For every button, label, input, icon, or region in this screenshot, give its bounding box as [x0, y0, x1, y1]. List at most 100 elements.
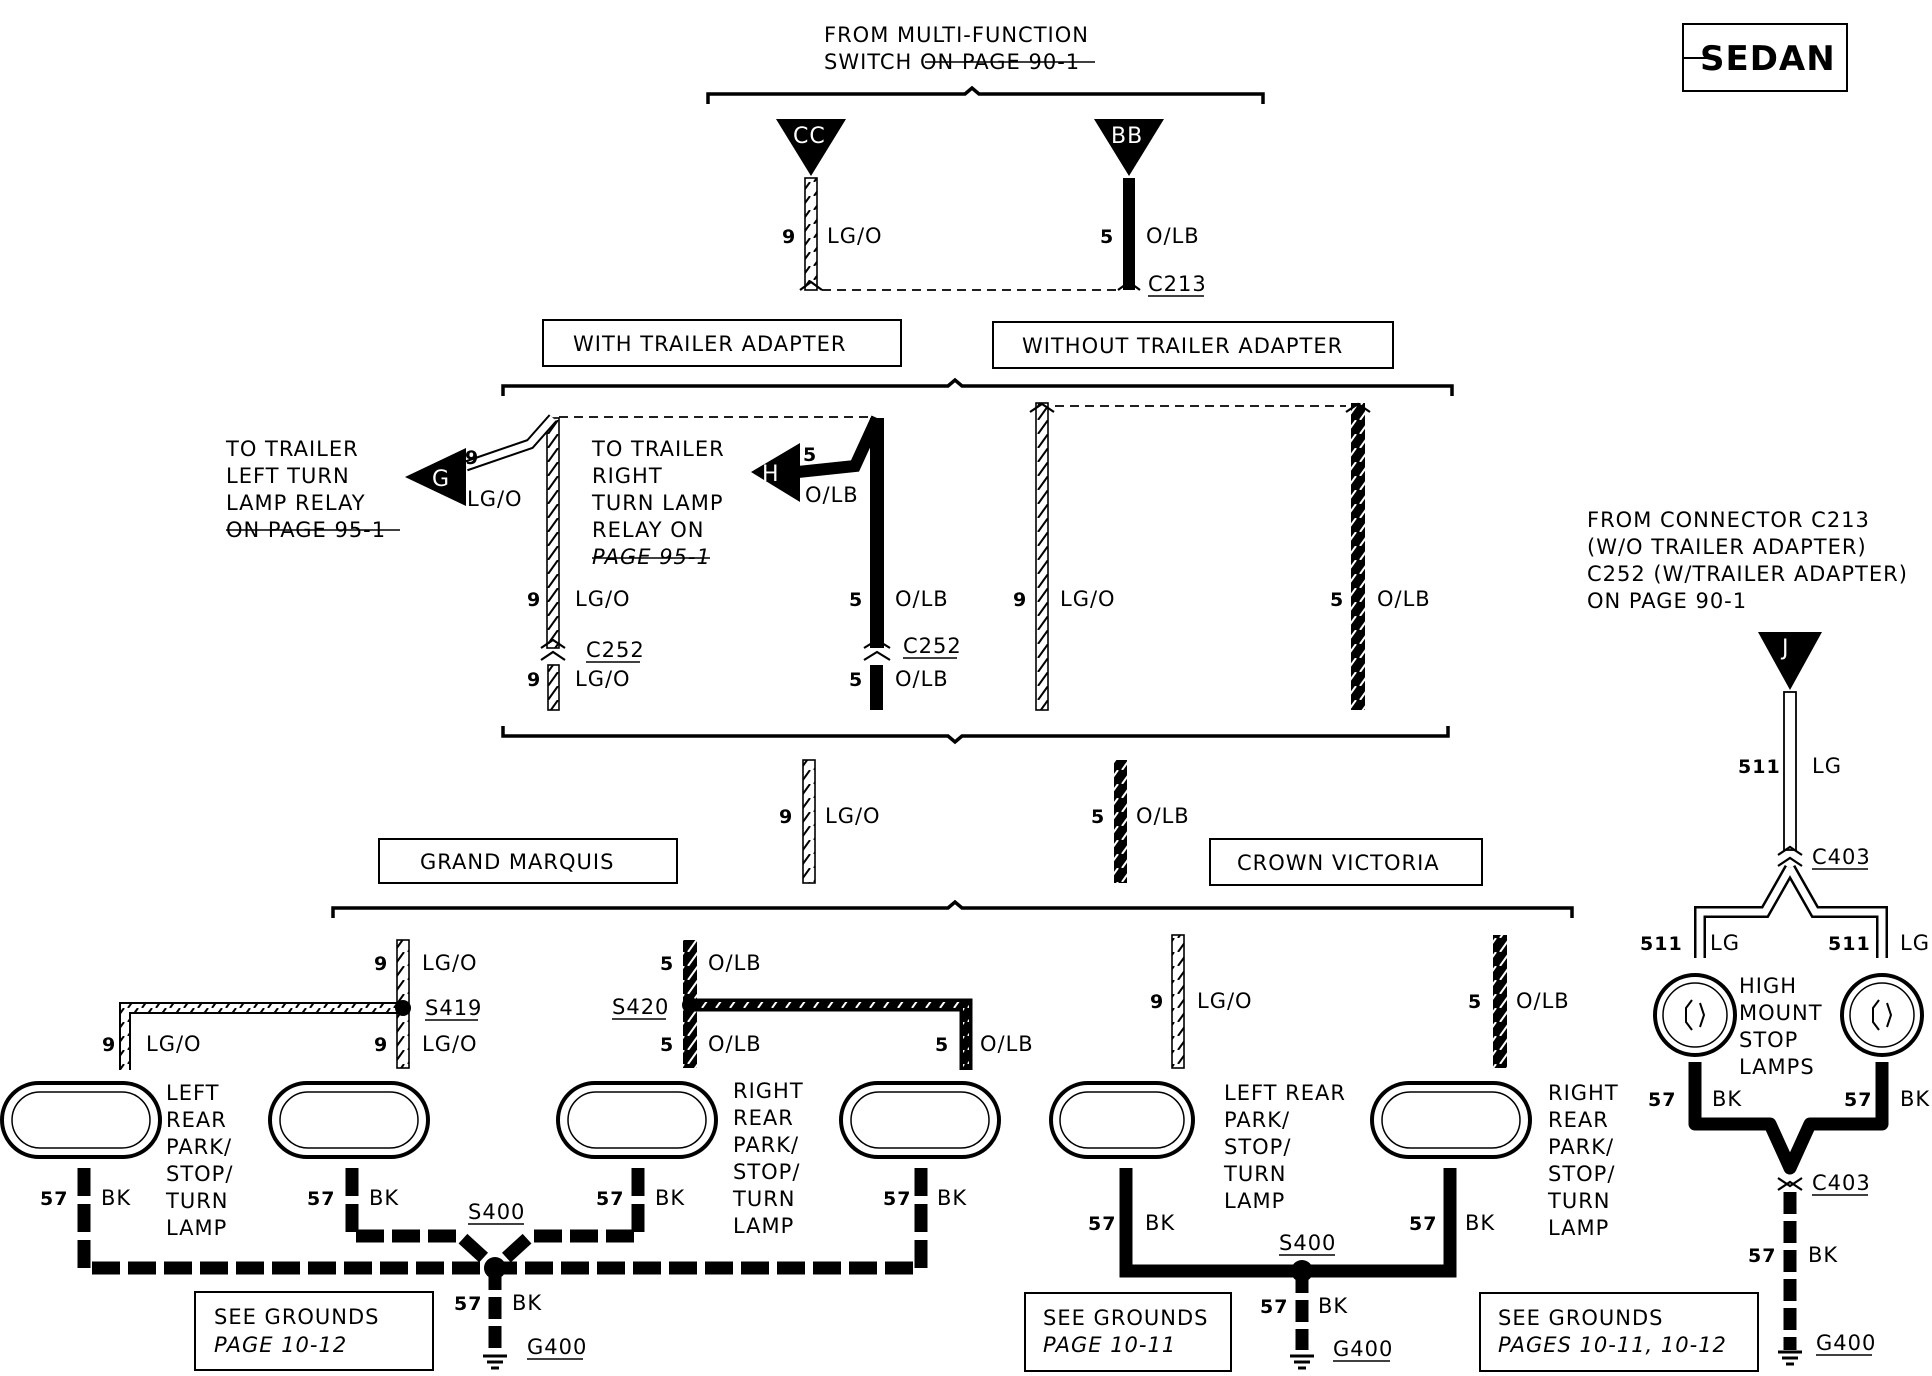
svg-text:PARK/: PARK/: [1224, 1108, 1290, 1132]
circuit-5-lower: 5: [1091, 806, 1105, 828]
svg-text:LAMP: LAMP: [733, 1214, 794, 1238]
svg-text:REAR: REAR: [733, 1106, 794, 1130]
trailer-right-line4: RELAY ON: [592, 518, 705, 542]
color-bk-cv-1: BK: [1145, 1211, 1175, 1235]
crown-victoria-label: CROWN VICTORIA: [1237, 851, 1440, 875]
gm-right-lamp-label: RIGHT REAR PARK/ STOP/ TURN LAMP: [732, 1079, 803, 1238]
color-bk-hm-right: BK: [1900, 1087, 1930, 1111]
svg-text:C252 (W/TRAILER ADAPTER): C252 (W/TRAILER ADAPTER): [1587, 562, 1908, 586]
color-lgo-top: LG/O: [827, 224, 883, 248]
svg-text:HIGH: HIGH: [1739, 974, 1797, 998]
svg-text:PARK/: PARK/: [1548, 1135, 1614, 1159]
sedan-badge-label: SEDAN: [1700, 39, 1836, 79]
circuit-57-hm-left: 57: [1648, 1089, 1676, 1111]
connector-g-triangle: [405, 448, 466, 506]
circuit-5-gm-a: 5: [660, 953, 674, 975]
s420-label: S420: [612, 995, 669, 1019]
color-olb-cv: O/LB: [1516, 989, 1570, 1013]
circuit-9-top: 9: [782, 226, 796, 248]
svg-text:STOP: STOP: [1739, 1028, 1798, 1052]
color-lgo-lower: LG/O: [825, 804, 881, 828]
top-brace: [706, 85, 1265, 104]
g400-gm-label: G400: [527, 1335, 587, 1359]
color-olb-gm-a: O/LB: [708, 951, 762, 975]
grounds-cv-line2: PAGE 10-11: [1043, 1333, 1176, 1357]
color-bk-gm-2: BK: [369, 1186, 399, 1210]
lamp-cv-right: [1370, 1081, 1532, 1159]
circuit-57-gm-1: 57: [40, 1188, 68, 1210]
without-trailer-box: [992, 321, 1394, 369]
without-trailer-label: WITHOUT TRAILER ADAPTER: [1022, 334, 1343, 358]
color-bk-gm-3: BK: [655, 1186, 685, 1210]
lower-brace: [331, 899, 1574, 918]
circuit-57-gm-main: 57: [454, 1293, 482, 1315]
color-olb-h: O/LB: [805, 483, 859, 507]
connector-cc-triangle: [776, 119, 846, 176]
circuit-57-cv-1: 57: [1088, 1213, 1116, 1235]
connector-h-label: H: [762, 462, 780, 487]
color-lgo-gm-b: LG/O: [422, 1032, 478, 1056]
connector-j-triangle: [1758, 632, 1822, 690]
grounds-gm-line2: PAGE 10-12: [214, 1333, 347, 1357]
color-bk-gm-4: BK: [937, 1186, 967, 1210]
color-lgo-mid-a: LG/O: [575, 587, 631, 611]
c403-top-label: C403: [1812, 845, 1871, 869]
high-mount-lamp-right: [1840, 973, 1924, 1057]
svg-text:REAR: REAR: [166, 1108, 227, 1132]
circuit-9-gm-a: 9: [374, 953, 388, 975]
circuit-5-gm-c: 5: [935, 1034, 949, 1056]
svg-text:TURN: TURN: [1547, 1189, 1611, 1213]
wire-olb-with-trailer: [870, 418, 884, 648]
g400-hm-label: G400: [1816, 1331, 1876, 1355]
grounds-cv-line1: SEE GROUNDS: [1043, 1306, 1209, 1330]
color-bk-cv-main: BK: [1318, 1294, 1348, 1318]
circuit-5-cv: 5: [1468, 991, 1482, 1013]
circuit-5-mid-b: 5: [849, 669, 863, 691]
connector-h-triangle: [751, 443, 800, 502]
circuit-57-gm-3: 57: [596, 1188, 624, 1210]
circuit-57-cv-main: 57: [1260, 1296, 1288, 1318]
wire-olb-lower: [1114, 760, 1127, 883]
grand-marquis-label: GRAND MARQUIS: [420, 850, 614, 874]
lamp-gm-1: [0, 1081, 162, 1159]
splice-s419: [395, 1000, 411, 1016]
cv-right-lamp-label: RIGHT REAR PARK/ STOP/ TURN LAMP: [1547, 1081, 1618, 1240]
ground-icon-gm: [483, 1354, 507, 1370]
ground-icon-hm: [1778, 1350, 1802, 1366]
color-lgo-mid-b: LG/O: [575, 667, 631, 691]
circuit-511-hm-right: 511: [1828, 933, 1871, 955]
trailer-left-line3: LAMP RELAY: [226, 491, 366, 515]
circuit-5-gm-b: 5: [660, 1034, 674, 1056]
circuit-5-without: 5: [1330, 589, 1344, 611]
color-bk-hm-left: BK: [1712, 1087, 1742, 1111]
svg-text:TURN: TURN: [1223, 1162, 1287, 1186]
circuit-9-cv: 9: [1150, 991, 1164, 1013]
s400-cv-label: S400: [1279, 1231, 1336, 1255]
s400-gm-label: S400: [468, 1200, 525, 1224]
middle-lower-brace: [501, 726, 1450, 745]
from-c213-text: FROM CONNECTOR C213 (W/O TRAILER ADAPTER…: [1587, 508, 1908, 613]
circuit-5-h: 5: [803, 444, 817, 466]
top-source-line1: FROM MULTI-FUNCTION: [824, 23, 1089, 47]
connector-bb-triangle: [1094, 119, 1164, 176]
trailer-left-line2: LEFT TURN: [226, 464, 350, 488]
circuit-9-mid-a: 9: [527, 589, 541, 611]
lamp-gm-3: [556, 1081, 718, 1159]
wire-lgo-with-trailer: [546, 417, 560, 649]
circuit-9-g: 9: [465, 447, 479, 469]
gm-left-lamp-label: LEFT REAR PARK/ STOP/ TURN LAMP: [165, 1081, 232, 1240]
high-mount-label: HIGH MOUNT STOP LAMPS: [1739, 974, 1822, 1079]
cv-left-lamp-label: LEFT REAR PARK/ STOP/ TURN LAMP: [1223, 1081, 1345, 1213]
svg-text:PARK/: PARK/: [166, 1135, 232, 1159]
s419-label: S419: [425, 996, 482, 1020]
color-olb-mid-b: O/LB: [895, 667, 949, 691]
lamp-cv-left: [1049, 1081, 1195, 1159]
trailer-right-line1: TO TRAILER: [591, 437, 725, 461]
svg-text:ON PAGE 90-1: ON PAGE 90-1: [1587, 589, 1747, 613]
lamp-gm-4: [839, 1081, 1001, 1159]
grand-marquis-box: [378, 838, 678, 884]
crown-victoria-box: [1209, 838, 1483, 886]
trailer-left-line1: TO TRAILER: [225, 437, 359, 461]
svg-text:LEFT: LEFT: [166, 1081, 220, 1105]
grounds-gm-line1: SEE GROUNDS: [214, 1305, 380, 1329]
